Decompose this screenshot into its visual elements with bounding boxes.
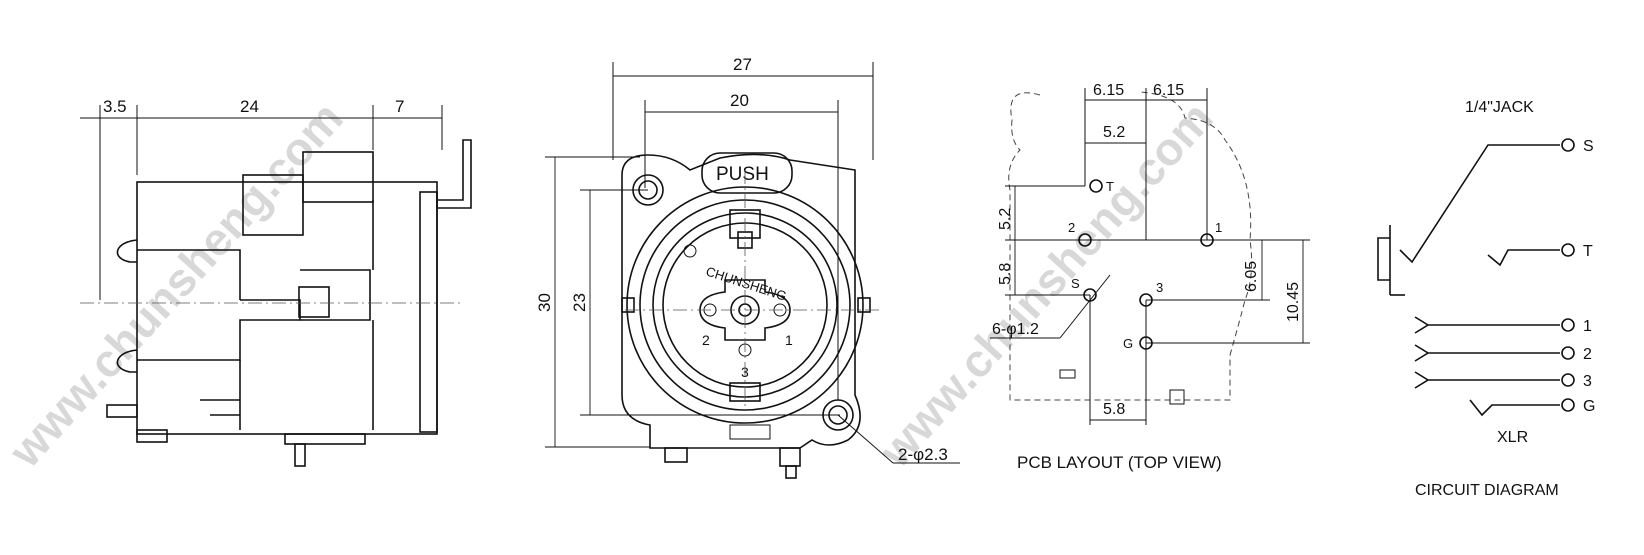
- terminal-t: [1561, 243, 1575, 257]
- terminal-g: [1561, 398, 1575, 412]
- pcb-pad-s-label: S: [1071, 276, 1080, 291]
- terminal-3: [1561, 373, 1575, 387]
- pcb-dim-v1: 5.2: [997, 208, 1014, 230]
- side-dim-mid: 24: [240, 97, 259, 116]
- front-pin-2: 2: [702, 332, 710, 348]
- pcb-dim-b: 6.15: [1153, 82, 1184, 99]
- pcb-pad-3: [1139, 293, 1153, 307]
- push-button-label: PUSH: [716, 164, 769, 185]
- pcb-dim-bottom: 5.8: [1103, 401, 1125, 418]
- watermark-left: www.chunsheng.com: [0, 92, 353, 478]
- terminal-g-label: G: [1583, 398, 1595, 415]
- pcb-pad-g: [1139, 336, 1153, 350]
- pcb-layout-title: PCB LAYOUT (TOP VIEW): [1017, 453, 1222, 472]
- side-view: 3.5 24 7: [80, 97, 472, 467]
- xlr-label: XLR: [1497, 429, 1528, 446]
- pcb-dim-c: 5.2: [1103, 124, 1125, 141]
- pcb-dim-v3: 6.05: [1243, 261, 1260, 292]
- front-hole-note: 2-φ2.3: [898, 445, 948, 464]
- watermark-right: www.chunsheng.com: [868, 92, 1223, 478]
- terminal-3-label: 3: [1583, 373, 1592, 390]
- front-dim-hole-spacing: 20: [730, 91, 749, 110]
- pcb-dim-v4: 10.45: [1285, 282, 1302, 322]
- front-dim-hole-vertical: 23: [570, 293, 589, 312]
- front-dim-height: 30: [535, 293, 554, 312]
- pcb-pad-1: [1200, 233, 1214, 247]
- terminal-s: [1561, 138, 1575, 152]
- pcb-pad-t-label: T: [1106, 179, 1114, 194]
- pcb-pad-2-label: 2: [1068, 220, 1075, 235]
- pcb-dim-a: 6.15: [1093, 82, 1124, 99]
- pcb-pad-g-label: G: [1123, 336, 1133, 351]
- pcb-pad-t: [1089, 179, 1103, 193]
- side-dim-left: 3.5: [103, 97, 127, 116]
- circuit-diagram: 1/4"JACK S T 1 2 3 G XLR CIRCUIT DIAGRAM: [1377, 99, 1595, 499]
- pcb-layout: 6.15 6.15 5.2 5.2 5.8 6.05 10.45 5.8 T 2…: [990, 82, 1310, 472]
- side-dim-right: 7: [395, 97, 404, 116]
- brand-label: CHUNSHENG: [704, 264, 788, 304]
- jack-label: 1/4"JACK: [1465, 99, 1534, 116]
- terminal-2: [1561, 346, 1575, 360]
- pcb-pad-2: [1078, 233, 1092, 247]
- terminal-2-label: 2: [1583, 346, 1592, 363]
- pcb-hole-note: 6-φ1.2: [992, 321, 1039, 338]
- terminal-t-label: T: [1583, 243, 1593, 260]
- front-pin-1: 1: [785, 332, 793, 348]
- pcb-dim-v2: 5.8: [997, 263, 1014, 285]
- pcb-pad-3-label: 3: [1156, 280, 1163, 295]
- terminal-s-label: S: [1583, 138, 1594, 155]
- front-dim-total-width: 27: [733, 55, 752, 74]
- pcb-pad-1-label: 1: [1215, 220, 1222, 235]
- circuit-diagram-title: CIRCUIT DIAGRAM: [1415, 482, 1559, 499]
- terminal-1-label: 1: [1583, 318, 1592, 335]
- terminal-1: [1561, 318, 1575, 332]
